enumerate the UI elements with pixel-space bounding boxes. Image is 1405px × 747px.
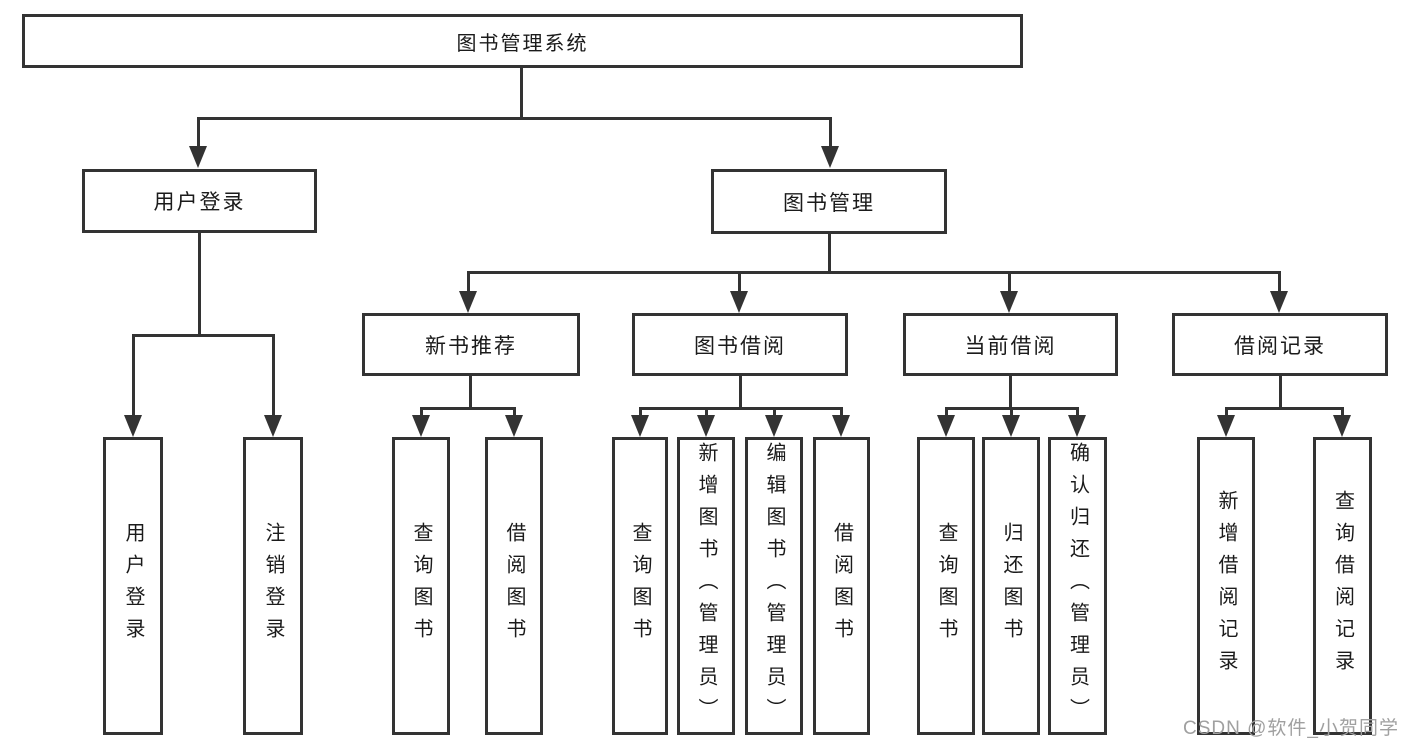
node-leaf-rec-query-book: 查询图书 [392, 437, 450, 735]
arrowhead-cb-confirm-return [1068, 415, 1086, 437]
connector-book-borrow-drop [738, 271, 741, 292]
node-label: 用户登录 [153, 191, 246, 214]
arrowhead-bb-query-book [631, 415, 649, 437]
connector-bb-stem [739, 376, 742, 408]
node-label: 借阅图书 [830, 522, 853, 650]
connector-bb-leaf1-drop [639, 407, 642, 419]
node-label: 新增借阅记录 [1215, 490, 1237, 682]
connector-br-rail [1225, 407, 1344, 410]
node-label: 当前借阅 [964, 334, 1057, 358]
arrowhead-borrow-record [1270, 291, 1288, 313]
arrowhead-leaf-logout [264, 415, 282, 437]
connector-current-borrow-drop [1008, 271, 1011, 292]
node-leaf-rec-borrow-book: 借阅图书 [485, 437, 543, 735]
node-leaf-br-query-record: 查询借阅记录 [1313, 437, 1372, 735]
arrowhead-br-query-record [1333, 415, 1351, 437]
arrowhead-cb-query-book [937, 415, 955, 437]
arrowhead-leaf-login [124, 415, 142, 437]
node-label: 图书管理系统 [456, 32, 589, 55]
arrowhead-book-borrow [730, 291, 748, 313]
connector-bb-leaf2-drop [705, 407, 708, 419]
arrowhead-user-login [189, 146, 207, 168]
connector-bb-leaf4-drop [840, 407, 843, 419]
node-label: 新书推荐 [425, 334, 517, 358]
connector-leaf-logout-drop [272, 334, 275, 417]
node-label: 图书借阅 [694, 334, 786, 358]
arrowhead-new-book-rec [459, 291, 477, 313]
connector-br-leaf2-drop [1341, 407, 1344, 419]
node-leaf-bb-edit-book-admin: 编辑图书（管理员） [745, 437, 803, 735]
node-current-borrowing: 当前借阅 [903, 313, 1118, 376]
connector-borrow-record-drop [1278, 271, 1281, 292]
connector-cb-leaf1-drop [945, 407, 948, 419]
connector-br-leaf1-drop [1225, 407, 1228, 419]
node-leaf-br-add-record: 新增借阅记录 [1197, 437, 1255, 735]
connector-leaf-login-drop [132, 334, 135, 417]
connector-cb-leaf2-drop [1010, 407, 1013, 419]
arrowhead-nbr-query-book [412, 415, 430, 437]
connector-user-login-rail [132, 334, 275, 337]
node-book-management: 图书管理 [711, 169, 947, 234]
arrowhead-current-borrow [1000, 291, 1018, 313]
node-new-book-recommendation: 新书推荐 [362, 313, 580, 376]
node-book-borrowing: 图书借阅 [632, 313, 848, 376]
node-leaf-cb-confirm-return-admin: 确认归还（管理员） [1048, 437, 1107, 735]
arrowhead-br-add-record [1217, 415, 1235, 437]
node-leaf-logout: 注销登录 [243, 437, 303, 735]
node-label: 查询图书 [629, 522, 651, 650]
node-user-login: 用户登录 [82, 169, 317, 233]
arrowhead-book-mgmt [821, 146, 839, 168]
node-leaf-bb-borrow-book: 借阅图书 [813, 437, 870, 735]
csdn-watermark: CSDN @软件_小贺同学 [1183, 718, 1399, 739]
connector-new-book-rec-drop [467, 271, 470, 292]
arrowhead-bb-add-book [697, 415, 715, 437]
node-leaf-bb-query-book: 查询图书 [612, 437, 668, 735]
node-label: 编辑图书（管理员） [763, 442, 785, 730]
node-label: 借阅记录 [1234, 334, 1326, 358]
connector-nbr-rail [420, 407, 515, 410]
node-label: 查询图书 [410, 522, 432, 650]
connector-book-mgmt-stem [828, 234, 831, 273]
node-root-library-management-system: 图书管理系统 [22, 14, 1023, 68]
connector-cb-leaf3-drop [1076, 407, 1079, 419]
node-leaf-cb-return-book: 归还图书 [982, 437, 1040, 735]
node-label: 用户登录 [122, 522, 144, 650]
connector-nbr-stem [469, 376, 472, 408]
connector-level3-rail [467, 271, 1281, 274]
node-label: 图书管理 [783, 191, 875, 215]
node-borrowing-records: 借阅记录 [1172, 313, 1388, 376]
node-label: 新增图书（管理员） [695, 442, 717, 730]
node-label: 注销登录 [262, 522, 284, 650]
connector-cb-stem [1009, 376, 1012, 408]
node-label: 查询借阅记录 [1331, 490, 1354, 682]
connector-nbr-leaf1-drop [420, 407, 423, 419]
node-leaf-bb-add-book-admin: 新增图书（管理员） [677, 437, 735, 735]
node-label: 确认归还（管理员） [1066, 442, 1089, 730]
connector-level2-rail [197, 117, 831, 120]
connector-user-login-stem [198, 233, 201, 336]
connector-bb-rail [639, 407, 843, 410]
connector-user-login-drop [197, 117, 200, 148]
arrowhead-cb-return-book [1002, 415, 1020, 437]
connector-bb-leaf3-drop [773, 407, 776, 419]
connector-book-mgmt-drop [829, 117, 832, 148]
arrowhead-nbr-borrow-book [505, 415, 523, 437]
arrowhead-bb-edit-book [765, 415, 783, 437]
node-leaf-user-login: 用户登录 [103, 437, 163, 735]
connector-br-stem [1279, 376, 1282, 408]
node-label: 归还图书 [1000, 522, 1022, 650]
node-leaf-cb-query-book: 查询图书 [917, 437, 975, 735]
node-label: 借阅图书 [503, 522, 525, 650]
node-label: 查询图书 [935, 522, 957, 650]
arrowhead-bb-borrow-book [832, 415, 850, 437]
connector-root-stem [520, 68, 523, 118]
connector-nbr-leaf2-drop [513, 407, 516, 419]
